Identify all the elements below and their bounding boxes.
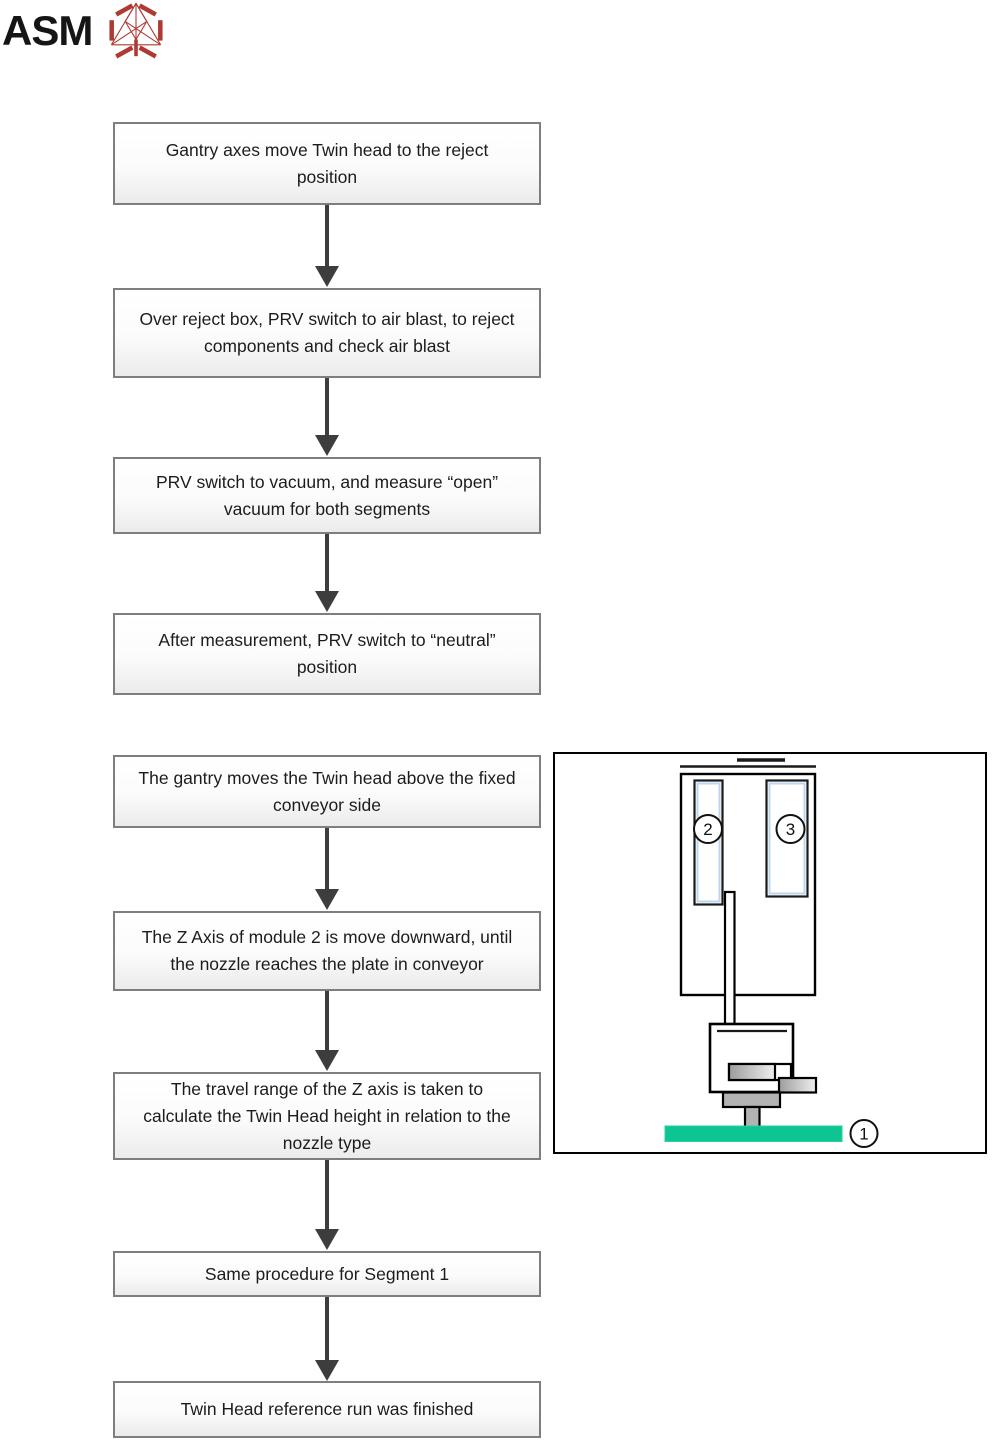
label-1-text: 1 xyxy=(859,1125,868,1144)
label-2-text: 2 xyxy=(703,820,712,839)
flow-step-2-text: Over reject box, PRV switch to air blast… xyxy=(139,309,515,356)
flow-step-5-text: The gantry moves the Twin head above the… xyxy=(138,767,516,815)
twin-head-diagram: 2 3 1 xyxy=(664,758,879,1148)
label-circle-3: 3 xyxy=(775,814,806,844)
asm-logo: ASM xyxy=(2,0,166,62)
flow-step-9: Twin Head reference run was finished xyxy=(113,1381,541,1438)
flow-step-3-text: PRV switch to vacuum, and measure “open”… xyxy=(155,471,499,519)
label-circle-1: 1 xyxy=(849,1119,879,1148)
flow-step-2: Over reject box, PRV switch to air blast… xyxy=(113,288,541,378)
flow-step-5: The gantry moves the Twin head above the… xyxy=(113,755,541,828)
flow-step-8: Same procedure for Segment 1 xyxy=(113,1251,541,1297)
segment-3-window-highlight xyxy=(768,782,806,895)
twin-head-diagram-panel: 2 3 1 xyxy=(553,752,987,1154)
head-metal-slide-left xyxy=(727,1062,777,1082)
segment-2-window-highlight xyxy=(696,782,721,903)
conveyor-plate xyxy=(664,1125,843,1142)
flow-step-1: Gantry axes move Twin head to the reject… xyxy=(113,122,541,205)
nozzle-stem xyxy=(743,1105,761,1129)
flow-step-8-text: Same procedure for Segment 1 xyxy=(204,1263,450,1284)
z-axis-shaft xyxy=(723,890,736,1026)
flow-step-6-text: The Z Axis of module 2 is move downward,… xyxy=(141,927,513,974)
flow-step-4-text: After measurement, PRV switch to “neutra… xyxy=(158,630,496,677)
segment-2-window xyxy=(693,779,724,906)
flow-step-7: The travel range of the Z axis is taken … xyxy=(113,1072,541,1160)
asm-hexagon-icon xyxy=(109,2,163,59)
flow-step-9-text: Twin Head reference run was finished xyxy=(180,1399,474,1419)
flow-step-4: After measurement, PRV switch to “neutra… xyxy=(113,613,541,695)
label-circle-2: 2 xyxy=(693,814,723,844)
asm-logo-text: ASM xyxy=(2,7,93,54)
flow-step-1-text: Gantry axes move Twin head to the reject… xyxy=(165,139,489,187)
nozzle-holder xyxy=(721,1091,782,1109)
flow-step-3: PRV switch to vacuum, and measure “open”… xyxy=(113,457,541,534)
head-metal-slide-right xyxy=(777,1076,818,1094)
flow-step-7-text: The travel range of the Z axis is taken … xyxy=(143,1078,511,1153)
flow-step-6: The Z Axis of module 2 is move downward,… xyxy=(113,911,541,991)
label-3-text: 3 xyxy=(786,820,795,839)
